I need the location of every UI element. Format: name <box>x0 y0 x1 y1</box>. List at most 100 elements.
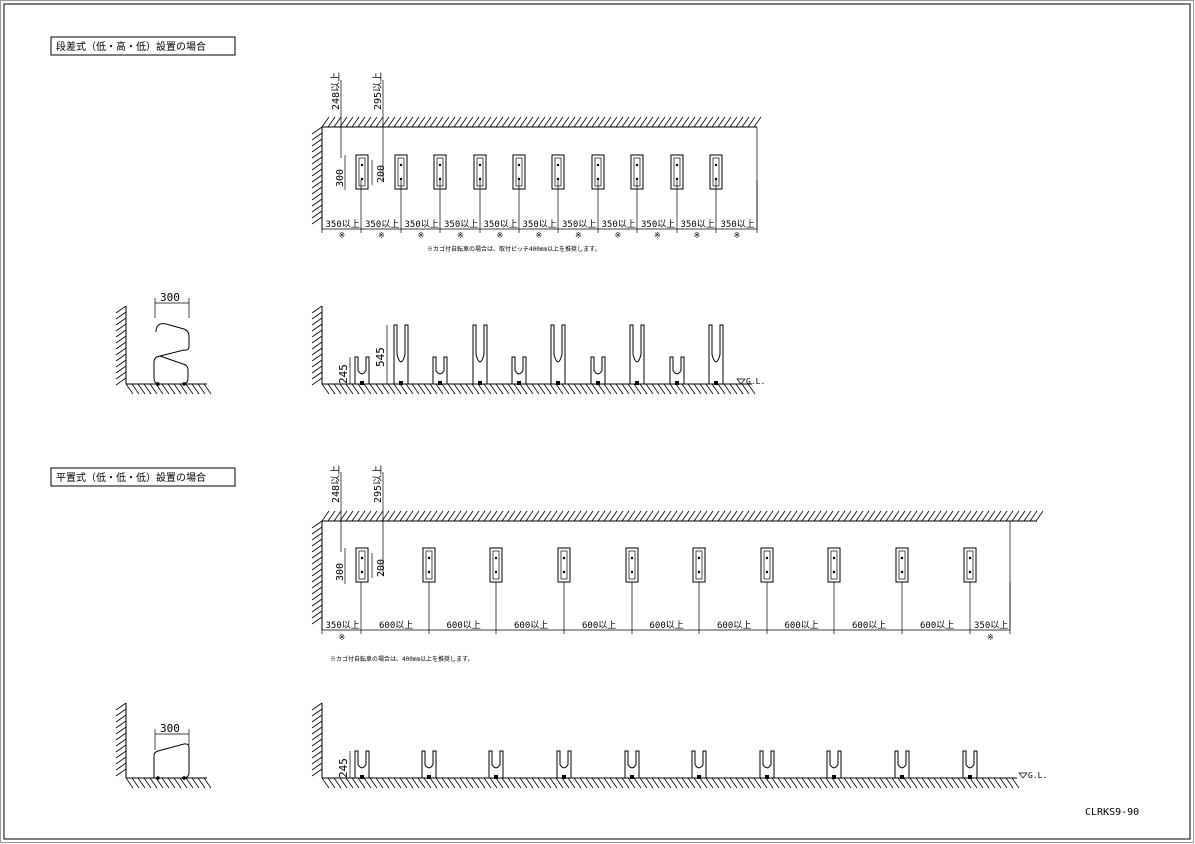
hatch-stroke <box>161 383 170 395</box>
asterisk-mark: ※ <box>734 231 741 240</box>
hatch-stroke <box>681 383 690 395</box>
hatch-stroke <box>855 510 864 522</box>
hatch-stroke <box>369 510 378 522</box>
rack-plan-slot <box>763 550 771 580</box>
hatch-stroke <box>1017 510 1026 522</box>
hatch-stroke <box>311 150 323 159</box>
hatch-stroke <box>645 116 654 128</box>
hatch-stroke <box>681 510 690 522</box>
hatch-stroke <box>543 383 552 395</box>
ground-label: G.L. <box>1028 771 1047 780</box>
hatch-stroke <box>483 116 492 128</box>
hatch-stroke <box>311 144 323 153</box>
hatch-stroke <box>741 777 750 789</box>
wall-dim-label: 248以上 <box>330 465 342 503</box>
asterisk-mark: ※ <box>339 231 346 240</box>
hatch-stroke <box>483 510 492 522</box>
hatch-stroke <box>735 116 744 128</box>
rack-base-icon <box>900 775 904 779</box>
hatch-stroke <box>729 383 738 395</box>
hatch-stroke <box>933 510 942 522</box>
hatch-stroke <box>633 777 642 789</box>
hatch-stroke <box>933 777 942 789</box>
hatch-stroke <box>519 777 528 789</box>
rack-elevation <box>590 356 606 384</box>
bolt-icon <box>675 177 679 181</box>
hatch-stroke <box>435 510 444 522</box>
hatch-stroke <box>311 168 323 177</box>
hatch-stroke <box>525 383 534 395</box>
rack-elevation <box>708 324 724 384</box>
hatch-stroke <box>759 510 768 522</box>
hatch-stroke <box>501 383 510 395</box>
rack-base-icon <box>427 775 431 779</box>
hatch-stroke <box>179 777 188 789</box>
hatch-stroke <box>669 383 678 395</box>
wall-hatch <box>321 510 1044 522</box>
hatch-stroke <box>429 510 438 522</box>
hatch-stroke <box>115 371 127 380</box>
hatch-stroke <box>173 777 182 789</box>
hatch-stroke <box>311 377 323 386</box>
hatch-stroke <box>567 116 576 128</box>
drawing-code: CLRKS9-90 <box>1085 807 1139 818</box>
rack-elevation <box>354 750 370 778</box>
hatch-stroke <box>753 116 762 128</box>
hatch-stroke <box>441 510 450 522</box>
hatch-stroke <box>969 777 978 789</box>
hatch-stroke <box>115 762 127 771</box>
hatch-stroke <box>633 383 642 395</box>
hatch-stroke <box>909 510 918 522</box>
hatch-stroke <box>115 335 127 344</box>
asterisk-mark: ※ <box>497 231 504 240</box>
hatch-stroke <box>369 383 378 395</box>
hatch-stroke <box>311 768 323 777</box>
rack-elevation <box>421 750 437 778</box>
hatch-stroke <box>411 116 420 128</box>
plan-view: 248以上 295以上 300 200 350以上※350以上※350以上※35… <box>311 72 762 253</box>
bolt-icon <box>832 570 836 574</box>
bolt-icon <box>438 177 442 181</box>
asterisk-mark: ※ <box>536 231 543 240</box>
hatch-stroke <box>621 777 630 789</box>
hatch-stroke <box>687 777 696 789</box>
hatch-stroke <box>167 777 176 789</box>
hatch-stroke <box>861 777 870 789</box>
hatch-stroke <box>191 777 200 789</box>
bolt-icon <box>517 177 521 181</box>
bolt-icon <box>714 177 718 181</box>
hatch-stroke <box>765 777 774 789</box>
bolt-icon <box>562 570 566 574</box>
hatch-stroke <box>831 777 840 789</box>
hatch-stroke <box>321 777 330 789</box>
hatch-stroke <box>699 116 708 128</box>
hatch-stroke <box>897 510 906 522</box>
hatch-stroke <box>927 510 936 522</box>
hatch-stroke <box>759 777 768 789</box>
hatch-stroke <box>453 510 462 522</box>
hatch-stroke <box>531 383 540 395</box>
hatch-stroke <box>311 538 323 547</box>
hatch-stroke <box>149 383 158 395</box>
rack-elevation <box>556 750 572 778</box>
hatch-stroke <box>987 777 996 789</box>
section-title: 段差式（低・高・低）設置の場合 <box>56 40 206 53</box>
rack-plan-slot <box>966 550 974 580</box>
spacing-label: 350以上 <box>681 219 715 230</box>
hatch-stroke <box>543 116 552 128</box>
hatch-stroke <box>843 777 852 789</box>
hatch-stroke <box>525 116 534 128</box>
bolt-icon <box>596 163 600 167</box>
hatch-stroke <box>115 726 127 735</box>
hatch-stroke <box>311 162 323 171</box>
wall-hatch <box>321 116 762 128</box>
hatch-stroke <box>951 510 960 522</box>
hatch-stroke <box>495 777 504 789</box>
hatch-stroke <box>441 116 450 128</box>
hatch-stroke <box>873 510 882 522</box>
asterisk-mark: ※ <box>457 231 464 240</box>
hatch-stroke <box>771 510 780 522</box>
hatch-stroke <box>405 777 414 789</box>
hatch-stroke <box>723 777 732 789</box>
height-dim-label: 300 <box>335 169 346 187</box>
